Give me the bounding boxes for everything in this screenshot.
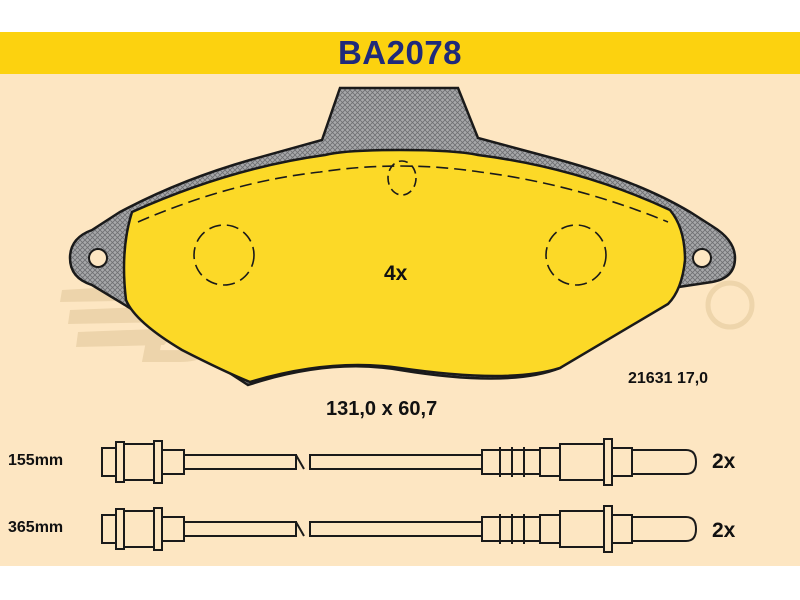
- mounting-hole-left: [88, 248, 108, 268]
- mounting-hole-right: [692, 248, 712, 268]
- header-band: BA2078: [0, 32, 800, 74]
- wear-sensor-wire-1: [101, 438, 698, 486]
- wear-indicator-line: [137, 165, 669, 223]
- wire-2-length-label: 365mm: [8, 519, 64, 536]
- center-pin-outline: [387, 160, 417, 196]
- piston-circle-right: [545, 224, 607, 286]
- wire-1-quantity-label: 2x: [712, 450, 736, 473]
- pad-quantity-label: 4x: [384, 262, 408, 285]
- part-number-title: BA2078: [337, 34, 463, 71]
- wear-sensor-wire-2: [101, 505, 698, 553]
- piston-circle-left: [193, 224, 255, 286]
- wire-2-quantity-label: 2x: [712, 519, 736, 542]
- reference-code: 21631 17,0: [628, 370, 709, 387]
- wire-1-length-label: 155mm: [8, 452, 64, 469]
- pad-friction-material: [122, 148, 687, 384]
- pad-dimensions-label: 131,0 x 60,7: [326, 398, 438, 420]
